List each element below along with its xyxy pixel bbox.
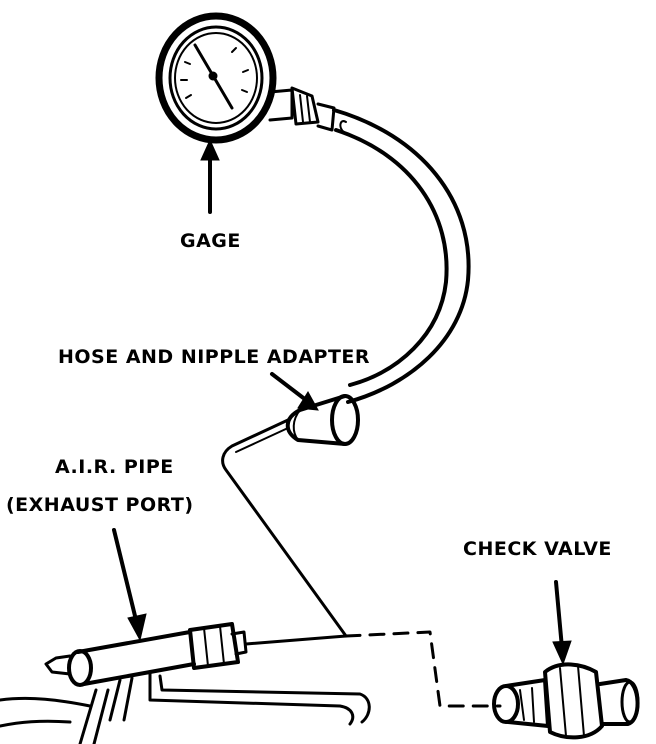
air-pipe-label: A.I.R. PIPE <box>55 456 174 478</box>
check-valve <box>492 662 640 740</box>
dashed-connection <box>344 630 502 708</box>
nipple-adapter <box>221 394 360 638</box>
air-pipe-arrow <box>112 528 147 642</box>
check-valve-arrow <box>552 580 572 666</box>
exhaust-port-label: (EXHAUST PORT) <box>6 494 194 516</box>
gage-label: GAGE <box>180 230 241 252</box>
hose-adapter-label: HOSE AND NIPPLE ADAPTER <box>58 346 371 368</box>
check-valve-label: CHECK VALVE <box>463 538 612 560</box>
hose-adapter-arrow <box>270 372 319 411</box>
hose <box>332 108 471 404</box>
air-pipe <box>0 622 371 744</box>
gage <box>155 12 336 144</box>
gage-arrow <box>200 138 220 214</box>
